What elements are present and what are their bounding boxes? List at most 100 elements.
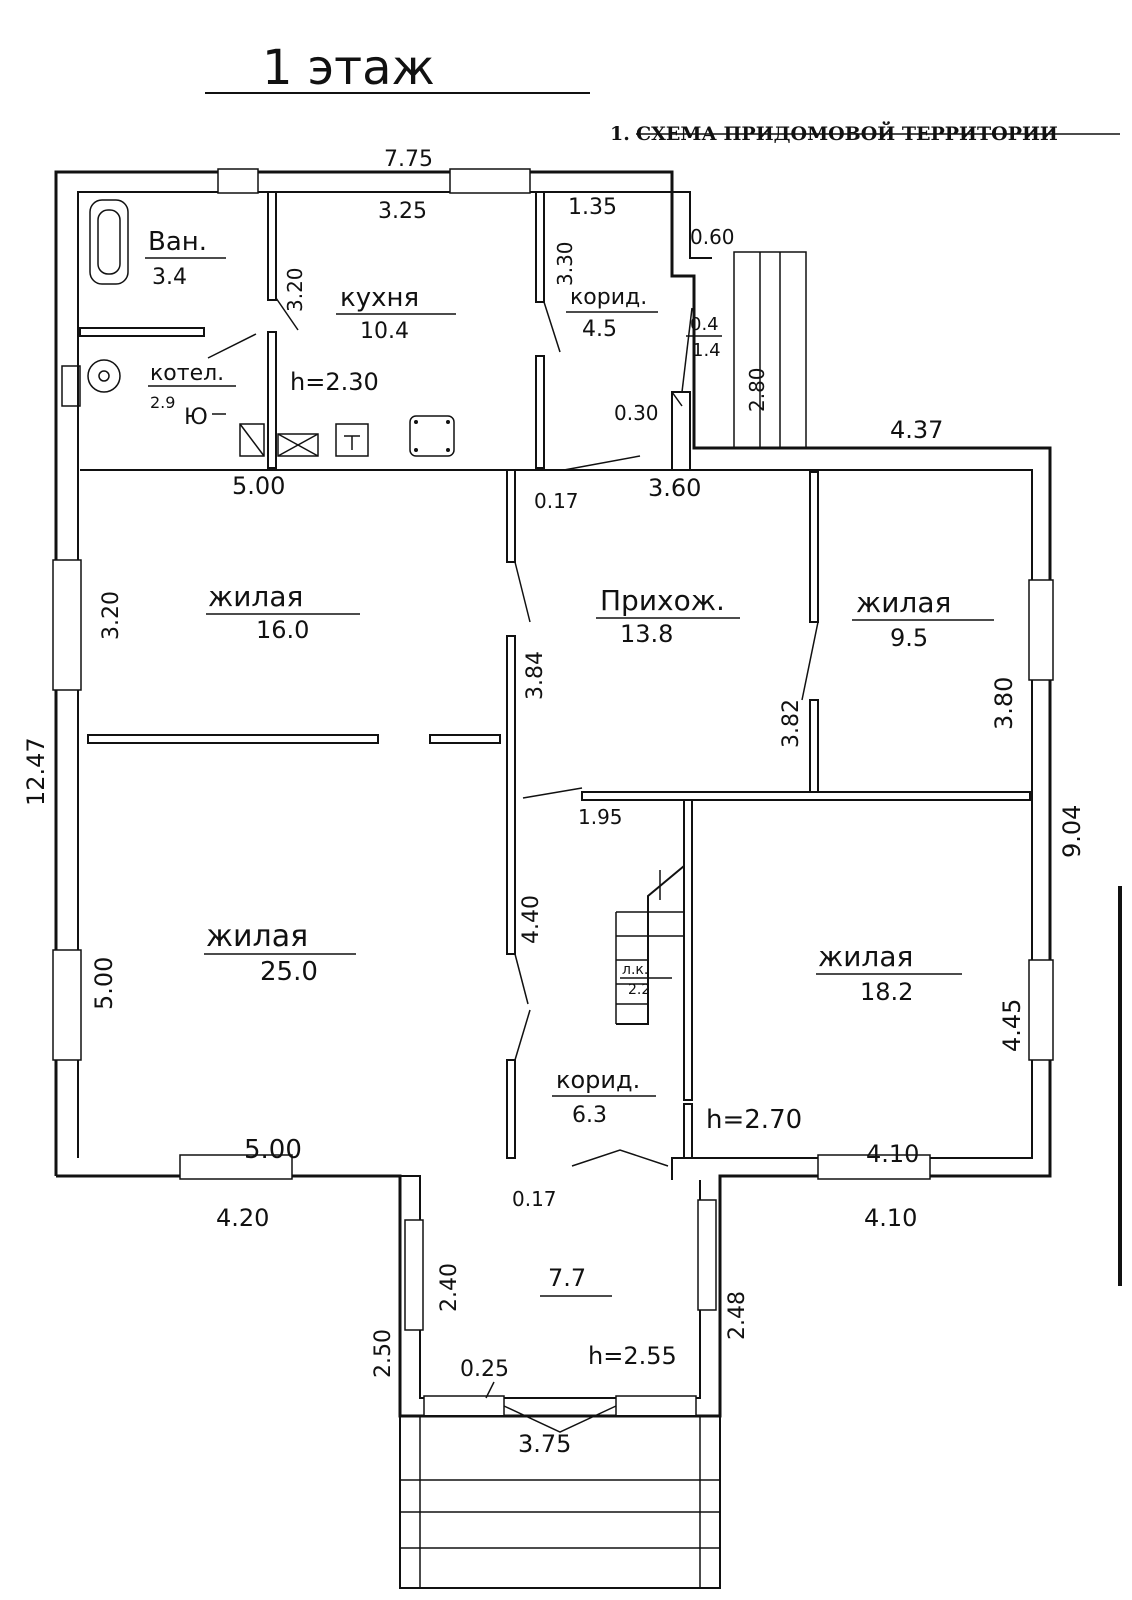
table bbox=[409, 415, 455, 457]
main-height: h=2.70 bbox=[706, 1105, 802, 1135]
window bbox=[817, 1154, 931, 1180]
window bbox=[217, 168, 259, 194]
dim-stair-len: 2.80 bbox=[745, 367, 769, 412]
partition bbox=[683, 1103, 693, 1159]
living16-name: жилая bbox=[208, 580, 303, 613]
dim-corr-width2: 1.95 bbox=[578, 805, 623, 829]
dim-porch-width: 3.75 bbox=[518, 1430, 571, 1458]
door-swings bbox=[207, 297, 819, 1433]
corridor-bottom-name: корид. bbox=[556, 1066, 640, 1094]
page-edge-mark bbox=[1118, 886, 1122, 1286]
cabinet bbox=[335, 423, 369, 457]
dim-left-total: 12.47 bbox=[22, 737, 50, 806]
dim-hall-depth2: 3.82 bbox=[779, 699, 804, 748]
living9-name: жилая bbox=[856, 586, 951, 619]
dim-living9-depth: 3.80 bbox=[990, 677, 1018, 730]
dim-boiler-width: 5.00 bbox=[232, 472, 285, 500]
dim-corr-depth2: 4.40 bbox=[519, 895, 544, 944]
sink-unit bbox=[277, 433, 319, 457]
dimension-labels: 7.75 3.25 1.35 0.60 0.4 1.4 0.30 4.37 5.… bbox=[216, 147, 943, 1458]
stair-area: 2.2 bbox=[628, 982, 650, 998]
dim-hall-width: 3.60 bbox=[648, 474, 701, 502]
bathtub bbox=[89, 199, 129, 285]
dim-hall-depth: 3.84 bbox=[523, 651, 548, 700]
dim-outer-right: 4.10 bbox=[864, 1204, 917, 1232]
corridor-bottom-area: 6.3 bbox=[572, 1103, 607, 1128]
bath-area: 3.4 bbox=[152, 265, 187, 290]
window bbox=[1028, 579, 1054, 681]
floor-title: 1 этаж bbox=[262, 40, 435, 96]
hallway-area: 13.8 bbox=[620, 620, 673, 648]
partition bbox=[581, 791, 1031, 801]
dim-step-b: 0.4 bbox=[690, 314, 719, 335]
window bbox=[404, 1219, 424, 1331]
vertical-dimension-labels: 3.20 3.30 2.80 3.20 3.84 3.82 3.80 12.47… bbox=[22, 241, 1086, 1378]
dim-top-total: 7.75 bbox=[384, 147, 433, 172]
dim-corr-depth: 3.30 bbox=[553, 241, 577, 286]
living25-area: 25.0 bbox=[260, 957, 318, 987]
dim-wall-a: 0.17 bbox=[534, 489, 579, 513]
dim-porch-left-in: 2.40 bbox=[437, 1263, 462, 1312]
boiler-area: 2.9 bbox=[150, 393, 175, 412]
dim-corr-width: 1.35 bbox=[568, 195, 617, 220]
scheme-number: 1. bbox=[610, 123, 630, 145]
kitchen-area: 10.4 bbox=[360, 319, 409, 344]
partition bbox=[535, 191, 545, 303]
dim-step-d: 0.30 bbox=[614, 401, 659, 425]
window bbox=[423, 1395, 505, 1417]
partition bbox=[267, 331, 277, 469]
dim-living25-depth: 5.00 bbox=[90, 957, 118, 1010]
fixtures: Ю bbox=[61, 199, 455, 457]
interior-walls bbox=[79, 191, 1031, 1159]
bath-name: Ван. bbox=[148, 227, 207, 257]
partition bbox=[535, 355, 545, 469]
dim-living18-width: 4.10 bbox=[866, 1140, 919, 1168]
window bbox=[1028, 959, 1054, 1061]
window bbox=[179, 1154, 293, 1180]
dim-living18-depth: 4.45 bbox=[998, 999, 1026, 1052]
living18-name: жилая bbox=[818, 940, 913, 973]
partition bbox=[506, 469, 516, 563]
partition bbox=[809, 471, 819, 623]
boiler-unit bbox=[87, 359, 121, 393]
window bbox=[52, 559, 82, 691]
dim-porch-left-out: 2.50 bbox=[371, 1329, 396, 1378]
dim-kitchen-width: 3.25 bbox=[378, 199, 427, 224]
partition bbox=[79, 327, 205, 337]
scheme-heading: 1. СХЕМА ПРИДОМОВОЙ ТЕРРИТОРИИ bbox=[610, 121, 1120, 145]
window bbox=[615, 1395, 697, 1417]
boiler-unit-core bbox=[98, 370, 110, 382]
partition bbox=[683, 799, 693, 1101]
dim-right-total: 9.04 bbox=[1058, 805, 1086, 858]
windows bbox=[52, 168, 1054, 1417]
dim-wall-b: 0.17 bbox=[512, 1187, 557, 1211]
porch-height: h=2.55 bbox=[588, 1342, 677, 1370]
dim-outer-left: 4.20 bbox=[216, 1204, 269, 1232]
dim-step-a: 0.60 bbox=[690, 225, 735, 249]
outside-stair bbox=[733, 251, 807, 449]
stair bbox=[615, 865, 685, 1025]
outer-walls bbox=[54, 170, 1052, 1418]
partition bbox=[429, 734, 501, 744]
dim-step-c: 1.4 bbox=[692, 340, 721, 361]
dim-kitchen-depth: 3.20 bbox=[283, 267, 307, 312]
dim-porch-right: 2.48 bbox=[725, 1291, 750, 1340]
partition bbox=[506, 635, 516, 955]
window bbox=[52, 949, 82, 1061]
window bbox=[697, 1199, 717, 1311]
hallway-name: Прихож. bbox=[600, 584, 725, 617]
dim-living16-depth: 3.20 bbox=[99, 591, 124, 640]
bathtub-inner bbox=[97, 209, 121, 275]
boiler-name: котел. bbox=[150, 361, 224, 386]
porch-area: 7.7 bbox=[548, 1264, 586, 1292]
partition bbox=[809, 699, 819, 797]
kitchen-height: h=2.30 bbox=[290, 368, 379, 396]
kitchen-name: кухня bbox=[340, 283, 419, 313]
dim-right-top: 4.37 bbox=[890, 416, 943, 444]
corridor-top-name: корид. bbox=[570, 285, 647, 310]
window bbox=[449, 168, 531, 194]
living25-name: жилая bbox=[206, 919, 308, 954]
partition bbox=[267, 191, 277, 301]
corridor-top-area: 4.5 bbox=[582, 317, 617, 342]
